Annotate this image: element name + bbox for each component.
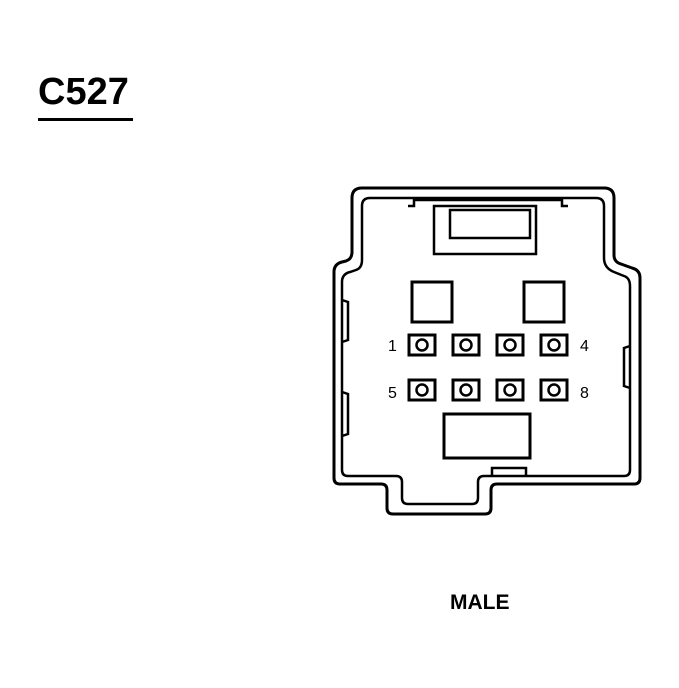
- pin-5: [407, 378, 437, 402]
- top-latch-outer: [432, 204, 538, 256]
- pin-1: [407, 333, 437, 357]
- pin-label-1: 1: [388, 338, 397, 355]
- left-rib-upper: [341, 298, 350, 344]
- connector-id-title: C527: [38, 71, 129, 113]
- title-underline: [38, 118, 133, 121]
- top-latch-inner: [448, 208, 532, 240]
- cavity-rect-bottom: [442, 412, 532, 460]
- pin-2: [451, 333, 481, 357]
- pin-3: [495, 333, 525, 357]
- left-rib-lower: [341, 390, 350, 438]
- cavity-square-right: [522, 280, 566, 324]
- right-rib: [622, 344, 631, 390]
- pin-7: [495, 378, 525, 402]
- top-key-notch: [408, 198, 568, 208]
- bottom-notch: [490, 466, 528, 476]
- connector-gender-label: MALE: [450, 591, 510, 614]
- pin-label-4: 4: [580, 338, 589, 355]
- pin-label-8: 8: [580, 385, 589, 402]
- cavity-square-left: [410, 280, 454, 324]
- pin-row-bottom: [407, 378, 569, 402]
- housing-outer-outline: [332, 186, 642, 516]
- housing-inner-outline: [340, 196, 632, 506]
- pin-8: [539, 378, 569, 402]
- pin-label-5: 5: [388, 385, 397, 402]
- pin-row-top: [407, 333, 569, 357]
- pin-4: [539, 333, 569, 357]
- pin-6: [451, 378, 481, 402]
